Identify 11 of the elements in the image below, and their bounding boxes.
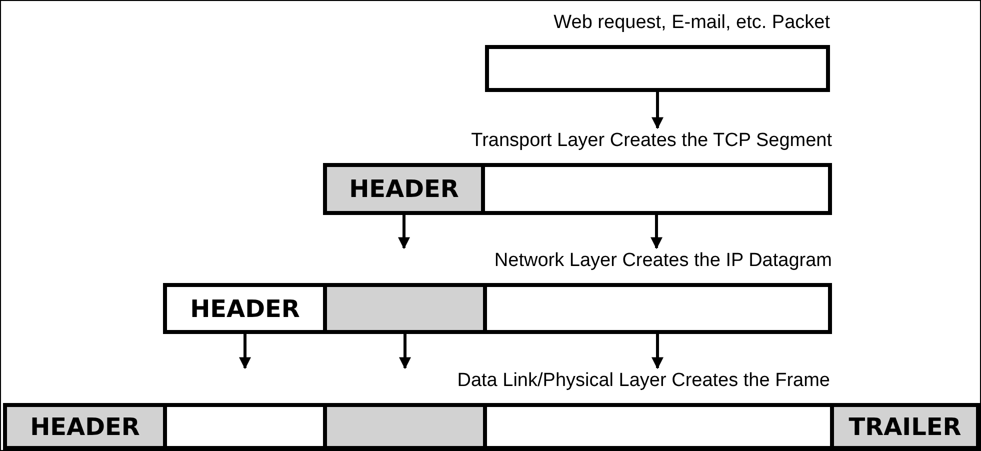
layer-caption: Data Link/Physical Layer Creates the Frame — [457, 369, 830, 393]
arrow — [399, 334, 411, 370]
layer-caption: Network Layer Creates the IP Datagram — [494, 249, 832, 273]
layer-caption: Transport Layer Creates the TCP Segment — [471, 129, 832, 153]
arrow — [652, 334, 664, 370]
arrow — [398, 215, 410, 250]
arrow — [652, 92, 664, 130]
layer-caption: Web request, E-mail, etc. Packet — [554, 11, 830, 35]
arrow — [650, 215, 662, 250]
arrow — [239, 334, 251, 370]
data-field — [485, 45, 830, 92]
